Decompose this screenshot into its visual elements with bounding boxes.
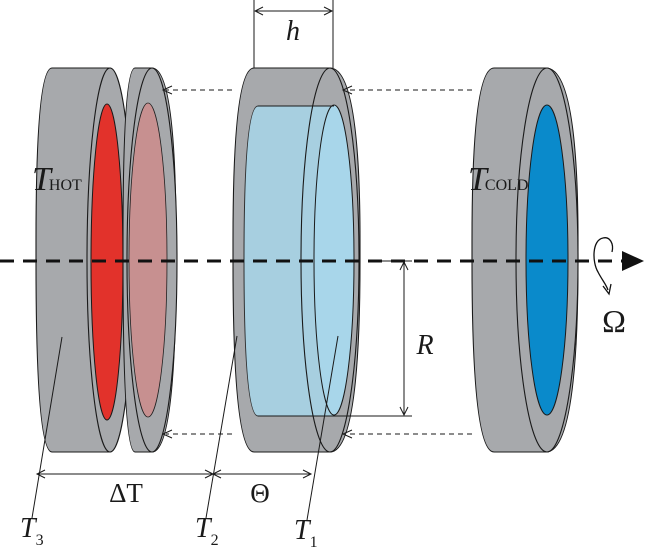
label-t-cold-main: T: [468, 161, 489, 198]
h-arrow-right-head: [323, 6, 334, 16]
arrow-bottom-left-head: [161, 429, 173, 439]
label-t-cold: TCOLD: [468, 161, 528, 198]
label-theta: Θ: [250, 478, 270, 508]
h-arrow-left-head: [253, 6, 264, 16]
label-t2-main: T: [195, 513, 213, 544]
label-t2: T2: [195, 513, 219, 549]
fluid-cell: [232, 67, 361, 453]
axis-arrowhead: [622, 251, 644, 271]
label-t-hot: THOT: [32, 161, 82, 198]
dimension-r: [334, 260, 412, 417]
label-t3-main: T: [20, 513, 38, 544]
cold-plate-assembly: [471, 67, 579, 453]
r-arrow-bottom-head: [399, 406, 409, 417]
label-t-hot-sub: HOT: [49, 177, 82, 194]
cold-plate-blue-face: [525, 104, 569, 416]
label-t-cold-sub: COLD: [485, 177, 529, 194]
label-r: R: [415, 330, 433, 361]
theta-arrow-right-head: [302, 469, 313, 479]
assembly-arrows: [161, 85, 472, 439]
t3-leader: [31, 336, 63, 519]
arrow-top-left-head: [161, 85, 173, 95]
label-t2-sub: 2: [211, 532, 219, 549]
arrow-bottom-right-head: [341, 429, 353, 439]
label-h: h: [286, 16, 300, 47]
label-t1-main: T: [294, 515, 312, 546]
bottom-dimensions: [35, 469, 313, 479]
label-delta-t: ΔT: [109, 478, 143, 508]
t1-leader: [306, 335, 339, 521]
label-t3: T3: [20, 513, 44, 549]
arrow-top-right-head: [341, 85, 353, 95]
dimension-h: [253, 0, 334, 68]
label-t1-sub: 1: [310, 534, 318, 549]
label-t1: T1: [294, 515, 318, 549]
rotation-curl-icon: [593, 237, 609, 291]
t2-leader: [205, 335, 238, 519]
rotation-axis: [0, 237, 644, 296]
text-labels: h THOT TCOLD R Ω ΔT Θ T3 T2 T1: [20, 16, 626, 549]
rotation-curl-top: [602, 237, 614, 253]
label-t3-sub: 3: [36, 532, 44, 549]
label-t-hot-main: T: [32, 161, 53, 198]
r-arrow-top-head: [399, 260, 409, 271]
leader-lines: [31, 335, 339, 521]
label-omega: Ω: [602, 303, 626, 339]
rotation-curl-arrowhead: [602, 283, 612, 296]
delta-t-arrow-left-head: [35, 469, 46, 479]
